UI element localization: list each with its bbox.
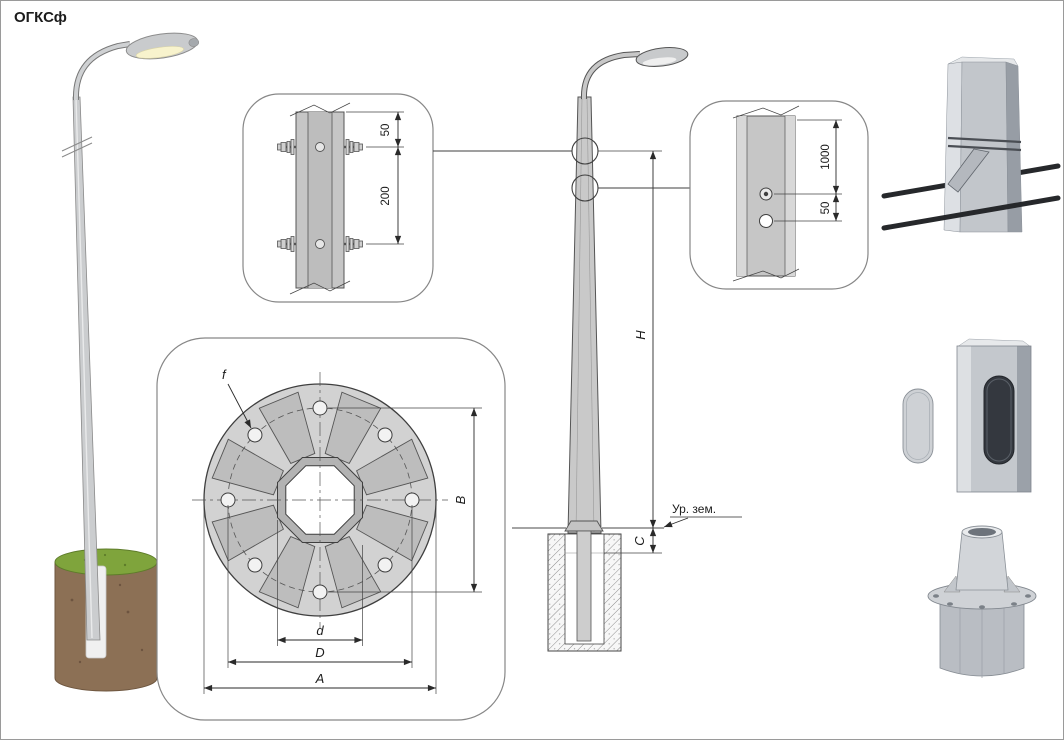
dim-D: D bbox=[227, 505, 413, 668]
door-cover-rim bbox=[906, 392, 930, 460]
pole-facet bbox=[785, 116, 795, 276]
cable-lower bbox=[881, 195, 1061, 231]
pole-highlight bbox=[75, 97, 93, 639]
dim-d: d bbox=[277, 520, 363, 646]
door-recess bbox=[983, 375, 1015, 465]
mount-hole bbox=[759, 214, 773, 228]
dim-C: C bbox=[604, 528, 662, 554]
cable-clamp-render bbox=[881, 56, 1061, 233]
ground-level-callout: Ур. зем. bbox=[663, 502, 742, 528]
column-outline bbox=[956, 345, 1032, 493]
dim-f-label: f bbox=[222, 367, 227, 382]
column-right-facet bbox=[1017, 346, 1031, 492]
bracket-arm bbox=[72, 41, 131, 101]
door-recess-rim bbox=[986, 378, 1012, 462]
wedge-clamp bbox=[947, 148, 990, 193]
elevation-drawing: Ур. зем. H C bbox=[433, 47, 742, 652]
dim-C-label: C bbox=[632, 536, 647, 546]
dim-50-label: 50 bbox=[380, 124, 392, 137]
page-title: ОГКСф bbox=[14, 9, 67, 26]
dim-A: A bbox=[203, 503, 437, 694]
bracket-dimensions: 1000 50 bbox=[774, 119, 842, 222]
elevation-arm bbox=[580, 51, 641, 100]
ground-level-label: Ур. зем. bbox=[672, 502, 716, 516]
embedded-pole bbox=[576, 530, 592, 642]
pole-3d-render bbox=[54, 32, 200, 692]
base-flange bbox=[564, 520, 604, 532]
elevation-foundation bbox=[547, 530, 622, 652]
dim-H: H bbox=[598, 150, 662, 528]
break-line-bottom bbox=[732, 268, 800, 282]
strap-band bbox=[947, 144, 1022, 152]
break-line-top bbox=[732, 105, 800, 119]
clamp-dimensions: 50 200 bbox=[346, 111, 404, 245]
flange-shoe-render bbox=[927, 525, 1037, 678]
tube-bore bbox=[968, 528, 996, 536]
elevation-luminaire bbox=[635, 47, 689, 67]
pole-break-mark bbox=[61, 136, 93, 158]
pole-right-facet bbox=[1005, 61, 1023, 233]
foundation-cylinder bbox=[54, 548, 158, 692]
dim-50-bottom-label: 50 bbox=[820, 202, 832, 215]
dim-1000-label: 1000 bbox=[820, 144, 832, 170]
dim-200-label: 200 bbox=[380, 186, 392, 205]
dim-D-label: D bbox=[315, 645, 324, 660]
pole-facet bbox=[308, 112, 332, 288]
mount-bolt-center bbox=[763, 191, 769, 197]
hole-diameter-callout: f bbox=[222, 367, 252, 429]
bolt-hole bbox=[315, 142, 325, 152]
bracket-detail-callout: 1000 50 bbox=[689, 100, 869, 290]
strap-band bbox=[947, 136, 1022, 144]
dim-B-label: B bbox=[453, 495, 468, 504]
door-cover bbox=[902, 388, 934, 464]
flange-plan-callout: f B d D A bbox=[156, 337, 506, 721]
top-tube bbox=[955, 531, 1009, 591]
break-line-bottom bbox=[289, 280, 351, 295]
dim-A-label: A bbox=[315, 671, 325, 686]
column-left-facet bbox=[957, 346, 971, 492]
lamp-lens bbox=[135, 46, 184, 59]
clamp-detail-callout: 50 200 bbox=[242, 93, 434, 303]
bolt-hole bbox=[315, 239, 325, 249]
break-line-top bbox=[289, 102, 351, 117]
pole-facet bbox=[737, 116, 747, 276]
dim-H-label: H bbox=[633, 330, 648, 340]
dim-d-label: d bbox=[316, 623, 324, 638]
dim-B: B bbox=[328, 407, 482, 593]
access-door-render bbox=[902, 338, 1032, 493]
luminaire bbox=[125, 32, 200, 60]
